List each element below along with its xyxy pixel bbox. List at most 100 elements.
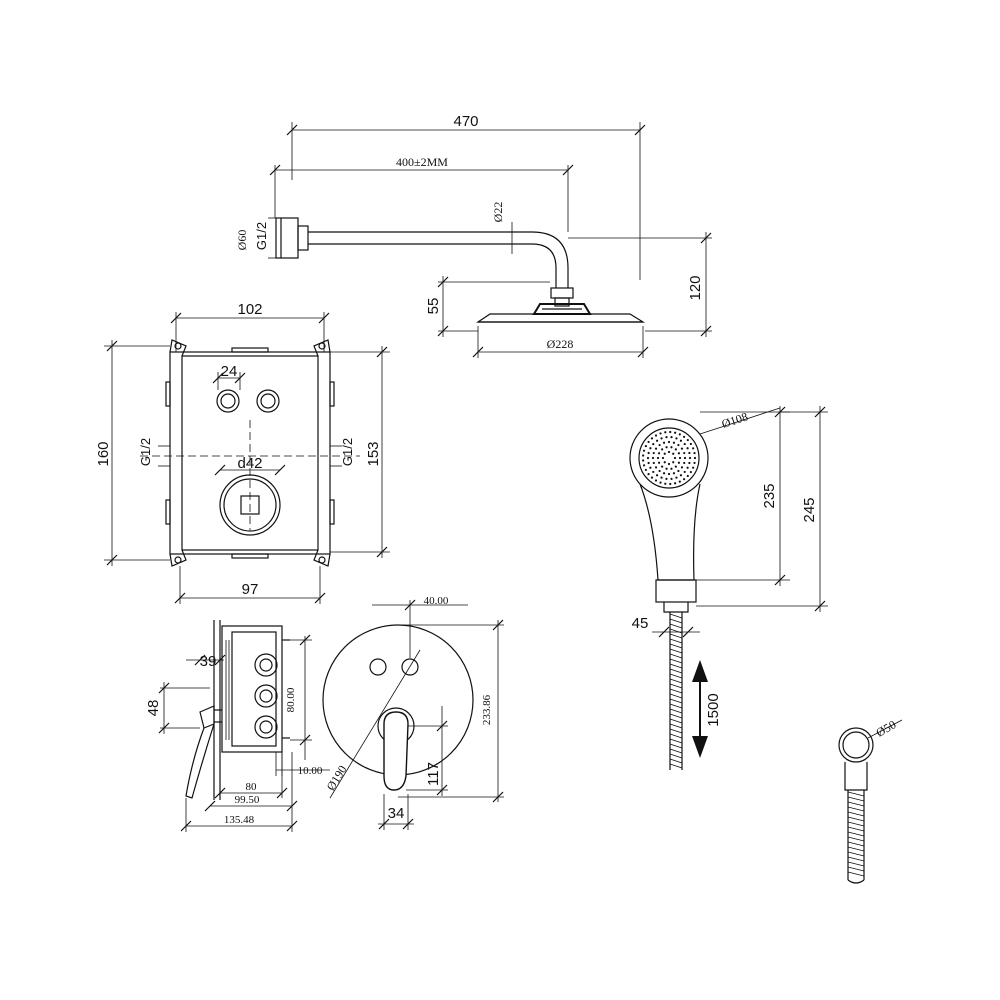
hose-hatch-line: [847, 871, 865, 877]
hose-hatch-line: [669, 653, 683, 659]
hose-hatch-line: [669, 723, 683, 729]
hose-hatch-line: [847, 831, 865, 837]
nozzle-dot: [693, 451, 696, 455]
nozzle-dot: [670, 467, 673, 470]
hose-hatch-line: [847, 861, 865, 867]
dim-side-80-vertical: 80.00: [285, 687, 297, 712]
dim-elbow-diameter: Ø50: [874, 717, 899, 739]
nozzle-dot: [655, 439, 659, 442]
hose-hatch-line: [669, 758, 683, 764]
nozzle-dot: [677, 443, 680, 447]
nozzle-dot: [654, 479, 658, 482]
nozzle-dot: [654, 434, 658, 437]
dim-valve-diameter: d42: [237, 455, 262, 472]
dim-head-diameter: Ø228: [547, 337, 574, 351]
nozzle-dot: [686, 474, 689, 478]
hose-hatch-line: [669, 688, 683, 694]
hose-hatch-line: [669, 763, 683, 769]
nozzle-dot: [686, 466, 689, 469]
hose-hatch-line: [847, 806, 865, 812]
nozzle-dot: [650, 437, 654, 440]
nozzle-dot: [654, 447, 658, 450]
nozzle-dot: [649, 447, 652, 450]
hose-hatch-line: [847, 856, 865, 862]
elbow-hose-hatch: [847, 791, 865, 877]
dim-side-99: 99.50: [235, 794, 260, 806]
nozzle-dot: [688, 461, 691, 465]
nozzle-dot: [679, 474, 683, 477]
dim-arm-drop: 120: [687, 275, 704, 300]
nozzle-dot: [662, 472, 666, 475]
nozzle-dot: [667, 472, 671, 476]
hose-hatch-line: [847, 801, 865, 807]
nozzle-dot: [669, 482, 672, 486]
nozzle-dot: [652, 461, 655, 465]
nozzle-dot: [667, 440, 671, 444]
nozzle-dot: [667, 450, 671, 454]
nozzle-dot: [661, 448, 664, 451]
nozzle-dot: [665, 446, 668, 449]
nozzle-dot: [679, 439, 683, 442]
nozzle-dot: [667, 462, 671, 466]
nozzle-dot: [652, 451, 655, 455]
nozzle-dot: [688, 456, 692, 460]
nozzle-dot: [672, 461, 675, 464]
dim-arm-thread: G1/2: [254, 222, 269, 250]
nozzle-dot: [661, 465, 664, 468]
nozzle-dot: [675, 437, 678, 440]
hose-hatch-line: [669, 753, 683, 759]
nozzle-dot: [660, 476, 663, 479]
nozzle-dot: [662, 441, 666, 444]
nozzle-dot: [674, 465, 677, 468]
hose-hatch-line: [669, 638, 683, 644]
nozzle-dot: [661, 456, 665, 460]
nozzle-dot: [664, 431, 667, 434]
dim-hand-neck: 45: [632, 615, 649, 632]
concealed-box-side-view: 39 48 80.00 10.00 80 99.50: [145, 620, 330, 832]
hose-hatch-line: [847, 791, 865, 797]
nozzle-dot: [689, 470, 692, 474]
nozzle-dot: [682, 435, 686, 438]
hose-hatch-line: [669, 633, 683, 639]
hose-hatch-line: [669, 748, 683, 754]
nozzle-dot: [677, 452, 681, 455]
nozzle-dot: [680, 466, 684, 469]
nozzle-dot: [674, 482, 677, 485]
hose-hatch-line: [669, 618, 683, 624]
dim-wall-flange-diameter: Ø60: [235, 230, 249, 251]
dim-box-height-left: 160: [95, 441, 112, 466]
hose-hatch-line: [669, 693, 683, 699]
hose-hatch-line: [669, 728, 683, 734]
nozzle-dot: [674, 431, 677, 434]
nozzle-dot: [657, 452, 661, 455]
nozzle-dot: [678, 433, 681, 436]
nozzle-dot: [660, 437, 663, 440]
hose-hatch-line: [669, 663, 683, 669]
nozzle-dot: [672, 441, 676, 444]
nozzle-dot: [692, 447, 695, 450]
dim-side-135: 135.48: [224, 814, 255, 826]
hose-hatch-line: [669, 698, 683, 704]
nozzle-dot: [655, 474, 659, 477]
nozzle-dot: [673, 456, 677, 460]
dim-arm-diameter: Ø22: [491, 202, 505, 223]
dim-hose-length: 1500: [705, 693, 722, 726]
cover-plate-view: 40.00 233.86 Ø190 117 34: [322, 595, 504, 830]
nozzle-dot: [672, 452, 675, 455]
nozzle-dot: [665, 467, 668, 470]
hose-hatch-line: [669, 713, 683, 719]
nozzle-dot: [689, 442, 692, 446]
dim-button-spacing: 24: [221, 363, 238, 380]
dim-hand-length-b: 245: [801, 497, 818, 522]
nozzle-dot: [644, 468, 647, 472]
dim-side-48: 48: [145, 700, 162, 717]
concealed-box-front-view: 102 24 d: [95, 301, 390, 604]
nozzle-dot: [659, 432, 662, 435]
hose-hatch-line: [847, 846, 865, 852]
nozzle-dot: [664, 482, 667, 485]
hose-hatch-line: [669, 643, 683, 649]
dim-plate-diameter: Ø190: [324, 763, 350, 793]
nozzle-grid: [642, 430, 697, 486]
nozzle-dot: [693, 461, 696, 465]
dim-side-39: 39: [200, 653, 217, 670]
